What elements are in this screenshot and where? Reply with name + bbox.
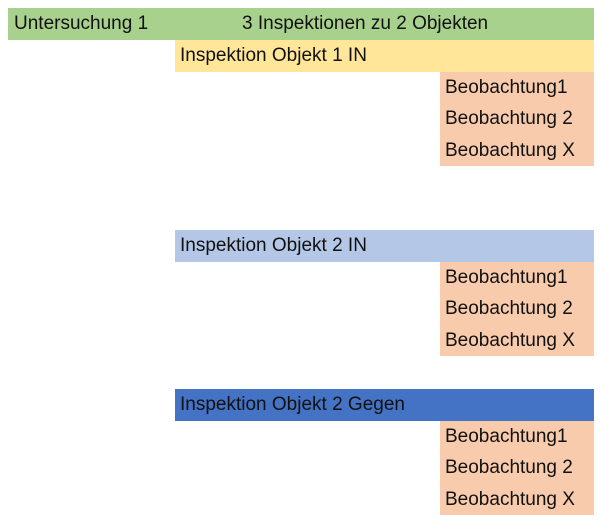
observation-list: Beobachtung1 Beobachtung 2 Beobachtung X [440,262,594,356]
inspection-bar: Inspektion Objekt 2 Gegen [175,389,594,421]
root-summary: 3 Inspektionen zu 2 Objekten [242,13,489,34]
observation-item: Beobachtung1 [445,426,568,447]
root-investigation-bar: Untersuchung 1 3 Inspektionen zu 2 Objek… [8,8,594,40]
observation-item: Beobachtung1 [445,267,568,288]
observation-item: Beobachtung 2 [445,108,573,130]
inspection-bar: Inspektion Objekt 1 IN [175,40,594,72]
inspection-label: Inspektion Objekt 1 IN [180,45,367,66]
observation-item: Beobachtung 2 [445,457,573,479]
observation-item: Beobachtung X [445,139,575,161]
root-label: Untersuchung 1 [14,13,149,34]
inspection-bar: Inspektion Objekt 2 IN [175,230,594,262]
observation-item: Beobachtung X [445,488,575,510]
inspection-label: Inspektion Objekt 2 IN [180,235,367,256]
observation-list: Beobachtung1 Beobachtung 2 Beobachtung X [440,421,594,515]
observation-item: Beobachtung 2 [445,298,573,320]
observation-item: Beobachtung X [445,329,575,351]
observation-list: Beobachtung1 Beobachtung 2 Beobachtung X [440,72,594,166]
inspection-label: Inspektion Objekt 2 Gegen [180,394,405,415]
observation-item: Beobachtung1 [445,77,568,98]
